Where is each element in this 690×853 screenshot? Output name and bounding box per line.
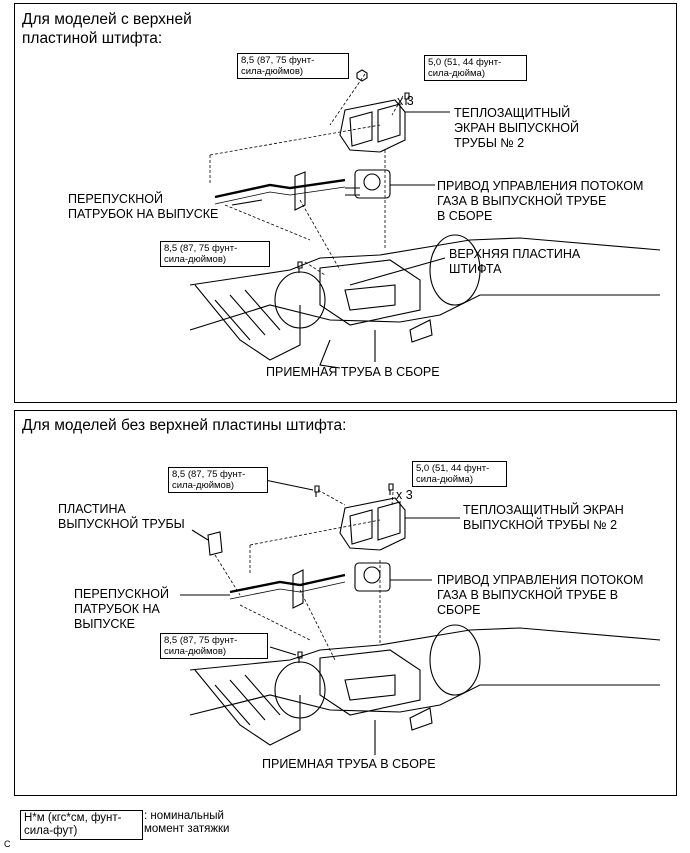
front-pipe-label-2: ПРИЕМНАЯ ТРУБА В СБОРЕ [262, 757, 436, 771]
torque-spec-bolt-2: 8,5 (87, 75 фунт- сила-дюймов) [168, 467, 268, 493]
panel-1-title: Для моделей с верхней пластиной штифта: [22, 11, 192, 47]
pin-plate-label: ВЕРХНЯЯ ПЛАСТИНА ШТИФТА [449, 247, 581, 276]
figure-code: C [4, 839, 11, 849]
torque-unit-legend-box: Н*м (кгс*см, фунт- сила-фут) [20, 810, 143, 840]
bypass-pipe-label-2: ПЕРЕПУСКНОЙ ПАТРУБОК НА ВЫПУСКЕ [74, 587, 169, 631]
torque-spec-bolt: 8,5 (87, 75 фунт- сила-дюймов) [237, 53, 349, 79]
actuator-label: ПРИВОД УПРАВЛЕНИЯ ПОТОКОМ ГАЗА В ВЫПУСКН… [437, 179, 644, 223]
torque-spec-lower-2: 8,5 (87, 75 фунт- сила-дюймов) [160, 633, 268, 659]
quantity-label-2: x 3 [396, 488, 413, 502]
heat-shield-label: ТЕПЛОЗАЩИТНЫЙ ЭКРАН ВЫПУСКНОЙ ТРУБЫ № 2 [454, 106, 579, 150]
bypass-pipe-label: ПЕРЕПУСКНОЙ ПАТРУБОК НА ВЫПУСКЕ [68, 192, 219, 221]
exhaust-plate-label: ПЛАСТИНА ВЫПУСКНОЙ ТРУБЫ [58, 502, 185, 531]
front-pipe-label: ПРИЕМНАЯ ТРУБА В СБОРЕ [266, 365, 440, 379]
torque-unit-legend-description: : номинальный момент затяжки [144, 810, 230, 835]
heat-shield-label-2: ТЕПЛОЗАЩИТНЫЙ ЭКРАН ВЫПУСКНОЙ ТРУБЫ № 2 [463, 503, 624, 532]
torque-spec-nut-2: 5,0 (51, 44 фунт- сила-дюйма) [412, 461, 507, 487]
actuator-label-2: ПРИВОД УПРАВЛЕНИЯ ПОТОКОМ ГАЗА В ВЫПУСКН… [437, 573, 644, 617]
panel-2-title: Для моделей без верхней пластины штифта: [22, 417, 347, 434]
torque-spec-nut: 5,0 (51, 44 фунт- сила-дюйма) [424, 55, 527, 81]
quantity-label: x 3 [397, 94, 414, 108]
torque-spec-lower: 8,5 (87, 75 фунт- сила-дюймов) [160, 241, 270, 267]
panel-without-pin-plate [14, 410, 677, 796]
